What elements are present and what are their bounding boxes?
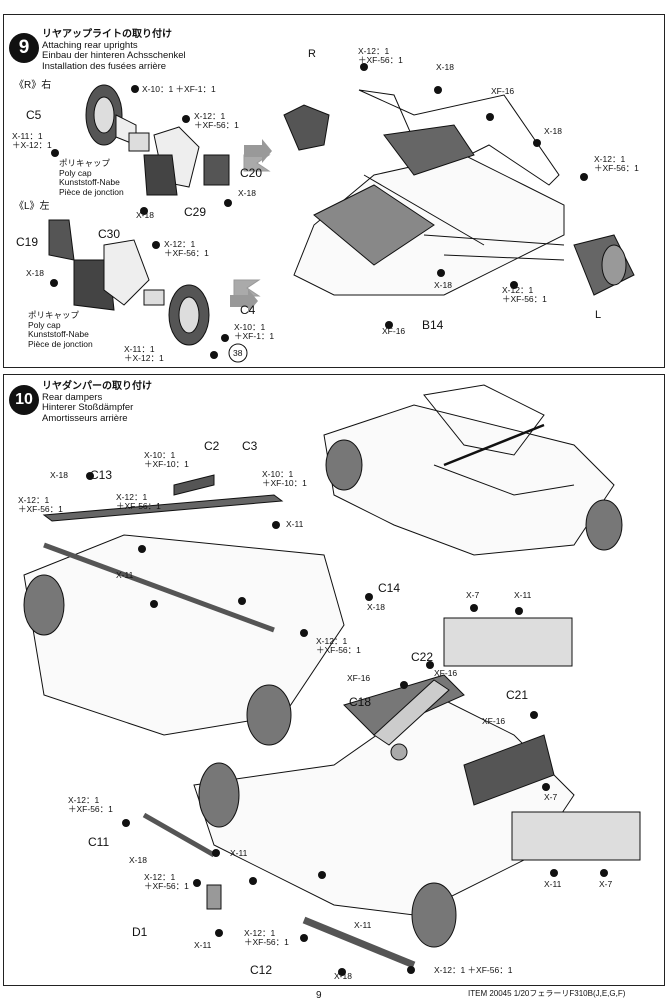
part-c29: C29 — [184, 205, 207, 219]
part-c11: C11 — [88, 835, 110, 849]
poly-cap-jp: ポリキャップ — [59, 158, 111, 168]
step-9-title: リヤアップライトの取り付け Attaching rear uprights Ei… — [42, 29, 186, 72]
paint-label: X-12：1 ＋XF-56：1 — [18, 495, 63, 514]
paint-label: X-11：1 ＋X-12：1 — [124, 344, 164, 363]
page-number: 9 — [316, 990, 322, 1001]
part-c22: C22 — [411, 650, 434, 664]
paint-label: X-18 — [334, 971, 352, 981]
poly-cap-en: Poly cap — [59, 167, 92, 178]
poly-cap-note-1: ポリキャップ Poly cap Kunststoff-Nabe Pièce de… — [59, 158, 124, 197]
paint-label: X-11 — [286, 519, 304, 529]
part-c21: C21 — [506, 688, 529, 702]
paint-label: X-7 — [599, 879, 613, 889]
title-fr: Amortisseurs arrière — [42, 412, 128, 424]
r-circle-marker: R — [308, 48, 316, 60]
paint-label: XF-16 — [491, 86, 515, 96]
poly-cap-en: Poly cap — [28, 319, 61, 330]
paint-label: X-7 — [544, 792, 558, 802]
paint-label: XF-16 — [382, 326, 406, 336]
step-10-illustration — [23, 384, 641, 976]
step-number-10: 10 — [9, 385, 39, 415]
paint-label: X-10：1 ＋XF-10：1 — [262, 469, 307, 488]
paint-label: X-18 — [544, 126, 562, 136]
part-c5: C5 — [26, 108, 42, 122]
paint-label: X-12：1 ＋XF-56：1 — [434, 965, 513, 975]
paint-label: X-12：1 ＋XF-56：1 — [244, 928, 289, 947]
right-side-marker: 《R》右 — [14, 80, 52, 91]
paint-label: X-12：1 ＋XF-56：1 — [194, 111, 239, 130]
paint-label: X-11 — [116, 570, 134, 580]
left-side-marker: 《L》左 — [14, 201, 50, 212]
paint-label: X-11 — [354, 920, 372, 930]
part-c20: C20 — [240, 166, 263, 180]
part-c2: C2 — [204, 439, 220, 453]
paint-label: X-18 — [238, 188, 256, 198]
part-b14: B14 — [422, 318, 444, 332]
title-jp: リヤダンパーの取り付け — [42, 381, 152, 392]
paint-label: X-11 — [194, 940, 212, 950]
paint-label: X-12：1 ＋XF-56：1 — [144, 872, 189, 891]
paint-label: XF-16 — [347, 673, 371, 683]
part-c19: C19 — [16, 235, 39, 249]
paint-label: X-11：1 ＋X-12：1 — [12, 131, 52, 150]
poly-cap-fr: Pièce de jonction — [28, 338, 93, 349]
paint-label: X-10：1 ＋XF-1：1 — [234, 322, 275, 341]
paint-label: X-11 — [544, 879, 562, 889]
poly-cap-jp: ポリキャップ — [28, 310, 80, 320]
ref-38-marker: 38 — [233, 348, 243, 358]
paint-label: X-11 — [230, 848, 248, 858]
paint-label: XF-16 — [482, 716, 506, 726]
title-jp: リヤアップライトの取り付け — [42, 29, 172, 40]
paint-label: X-18 — [136, 210, 154, 220]
paint-label: X-11 — [514, 590, 532, 600]
step-10-panel: 10 リヤダンパーの取り付け Rear dampers Hinterer Sto… — [3, 374, 665, 986]
paint-label: X-10：1 ＋XF-10：1 — [144, 450, 189, 469]
step-9-panel: 9 リヤアップライトの取り付け Attaching rear uprights … — [3, 14, 665, 368]
part-c3: C3 — [242, 439, 258, 453]
step-10-title: リヤダンパーの取り付け Rear dampers Hinterer Stoßdä… — [42, 381, 152, 424]
poly-cap-de: Kunststoff-Nabe — [28, 329, 89, 339]
title-de: Einbau der hinteren Achsschenkel — [42, 50, 186, 61]
title-en: Attaching rear uprights — [42, 39, 138, 51]
paint-label: X-18 — [129, 855, 147, 865]
paint-label: X-18 — [50, 470, 68, 480]
paint-label: X-12：1 ＋XF-56：1 — [164, 239, 209, 258]
part-c14: C14 — [378, 581, 401, 595]
part-c12: C12 — [250, 963, 273, 977]
title-fr: Installation des fusées arrière — [42, 60, 167, 72]
part-c13: C13 — [90, 468, 113, 482]
title-en: Rear dampers — [42, 391, 103, 403]
paint-label: X-12：1 ＋XF-56：1 — [358, 46, 403, 65]
paint-label: X-18 — [436, 62, 454, 72]
footer-item-code: ITEM 20045 1/20フェラーリF310B(J,E,G,F) — [468, 989, 626, 998]
poly-cap-fr: Pièce de jonction — [59, 186, 124, 197]
part-c4: C4 — [240, 303, 256, 317]
paint-label: X-12：1 ＋XF-56：1 — [116, 492, 161, 511]
paint-label: X-18 — [367, 602, 385, 612]
title-de: Hinterer Stoßdämpfer — [42, 402, 134, 413]
step-number-9: 9 — [9, 33, 39, 63]
poly-cap-de: Kunststoff-Nabe — [59, 177, 120, 187]
paint-label: X-12：1 ＋XF-56：1 — [316, 636, 361, 655]
paint-label: X-18 — [434, 280, 452, 290]
part-c18: C18 — [349, 695, 372, 709]
part-d1: D1 — [132, 925, 148, 939]
paint-label: X-7 — [466, 590, 480, 600]
paint-label: X-10：1 ＋XF-1：1 — [142, 84, 216, 94]
poly-cap-note-2: ポリキャップ Poly cap Kunststoff-Nabe Pièce de… — [28, 310, 93, 349]
paint-label: X-12：1 ＋XF-56：1 — [594, 154, 639, 173]
part-c30: C30 — [98, 227, 121, 241]
l-circle-marker: L — [595, 309, 602, 321]
step-9-illustration — [48, 63, 635, 363]
paint-label: X-18 — [26, 268, 44, 278]
paint-label: X-12：1 ＋XF-56：1 — [502, 285, 547, 304]
paint-label: XF-16 — [434, 668, 458, 678]
paint-label: X-12：1 ＋XF-56：1 — [68, 795, 113, 814]
